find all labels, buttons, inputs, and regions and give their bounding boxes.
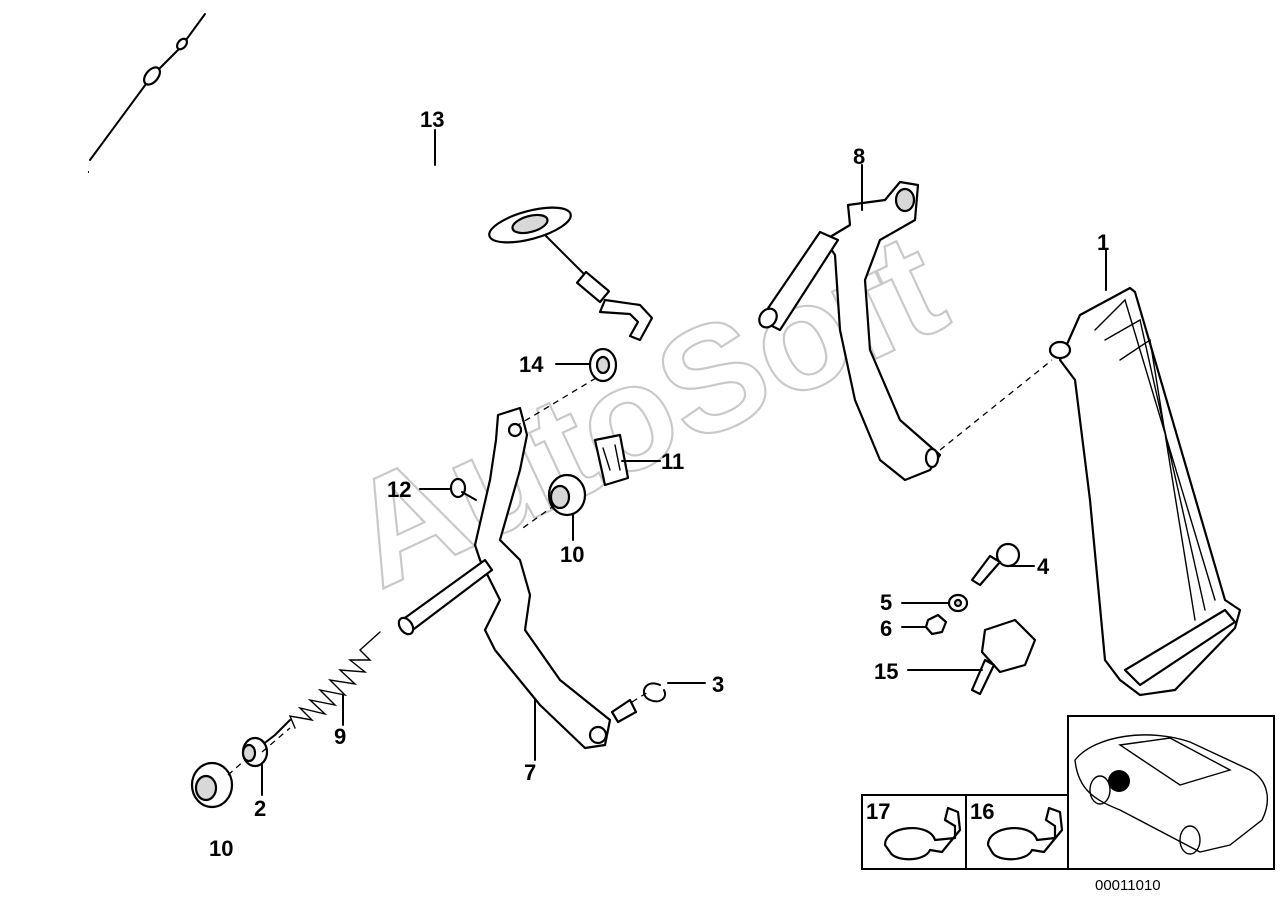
pedal-part-1 bbox=[1048, 286, 1242, 697]
guide-lines bbox=[227, 359, 1053, 776]
callout-4: 4 bbox=[1037, 554, 1050, 579]
callout-1: 1 bbox=[1097, 230, 1109, 255]
leader-lines bbox=[261, 129, 1107, 796]
callout-13: 13 bbox=[420, 107, 444, 132]
document-number: 00011010 bbox=[1095, 877, 1161, 894]
push-pin-part-12 bbox=[449, 477, 477, 501]
callout-17: 17 bbox=[866, 799, 890, 824]
callout-15: 15 bbox=[874, 659, 898, 684]
callout-10-lower: 10 bbox=[209, 836, 233, 861]
callout-10-upper: 10 bbox=[560, 542, 584, 567]
bush-part-14 bbox=[588, 347, 618, 383]
clamp-part-16 bbox=[986, 806, 1064, 861]
sleeve-part-2 bbox=[241, 736, 269, 768]
bolt-part-4 bbox=[970, 542, 1021, 587]
pedal-arm-part-8 bbox=[758, 180, 942, 482]
sensor-part-15 bbox=[970, 618, 1037, 696]
callout-8: 8 bbox=[853, 144, 865, 169]
callout-7: 7 bbox=[524, 760, 536, 785]
callout-16: 16 bbox=[970, 799, 994, 824]
spring-part-9 bbox=[261, 631, 381, 746]
vehicle-location-inset bbox=[1067, 715, 1275, 870]
washer-part-5 bbox=[947, 593, 969, 613]
lever-part-7 bbox=[397, 406, 638, 750]
callout-3: 3 bbox=[712, 672, 724, 697]
callout-2: 2 bbox=[254, 796, 266, 821]
inset-parts-box: 17 16 bbox=[861, 794, 1069, 870]
throttle-cable bbox=[23, 13, 654, 342]
location-marker bbox=[1108, 770, 1130, 792]
callout-9: 9 bbox=[334, 724, 346, 749]
bush-part-10-upper bbox=[547, 473, 587, 517]
nut-part-6 bbox=[924, 613, 948, 636]
circlip-part-3 bbox=[642, 682, 666, 703]
callout-6: 6 bbox=[880, 616, 892, 641]
callout-11: 11 bbox=[661, 449, 684, 474]
clamp-part-17 bbox=[883, 806, 962, 861]
clip-part-11 bbox=[593, 433, 630, 487]
callout-5: 5 bbox=[880, 590, 892, 615]
callout-labels: 1 2 3 4 5 6 7 8 9 10 10 11 12 13 14 15 bbox=[209, 107, 1109, 861]
callout-14: 14 bbox=[519, 352, 544, 377]
callout-12: 12 bbox=[387, 477, 411, 502]
bush-part-10-lower bbox=[190, 761, 234, 809]
